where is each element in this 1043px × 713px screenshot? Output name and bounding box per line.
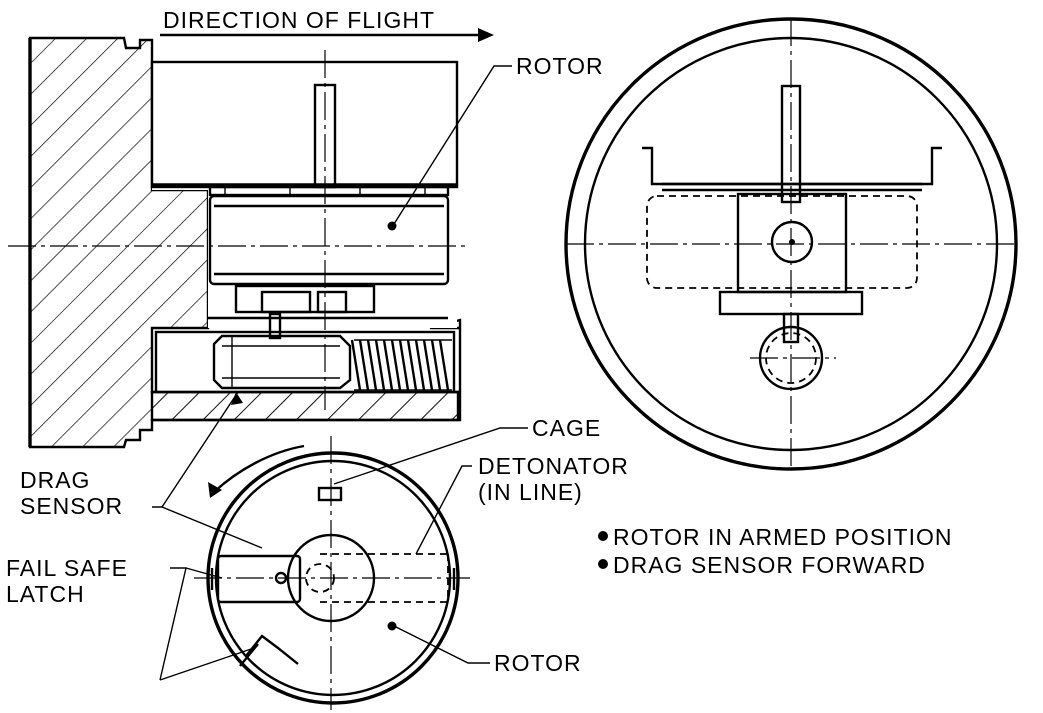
side-section-view bbox=[8, 28, 494, 449]
label-latch: LATCH bbox=[6, 581, 85, 607]
rotor-hidden-outline bbox=[646, 195, 918, 289]
labels: DIRECTION OF FLIGHT ROTOR CAGE DETONATOR… bbox=[6, 7, 953, 676]
label-detonator: DETONATOR bbox=[478, 453, 629, 479]
label-sensor: SENSOR bbox=[20, 493, 123, 519]
note-bullet bbox=[598, 559, 608, 569]
label-rotor-top: ROTOR bbox=[516, 53, 604, 79]
note-drag-sensor-forward: DRAG SENSOR FORWARD bbox=[613, 552, 926, 578]
note-rotor-armed: ROTOR IN ARMED POSITION bbox=[613, 524, 953, 550]
label-rotor-bottom: ROTOR bbox=[494, 650, 582, 676]
label-fail-safe: FAIL SAFE bbox=[6, 555, 128, 581]
spring bbox=[350, 339, 452, 391]
fail-safe-latch bbox=[216, 554, 302, 604]
cage bbox=[317, 486, 343, 502]
end-view bbox=[564, 17, 1018, 471]
drag-sensor-pin bbox=[268, 312, 282, 340]
label-cage: CAGE bbox=[532, 415, 601, 441]
housing-wall bbox=[28, 36, 462, 449]
leader-lines bbox=[152, 65, 528, 681]
plan-view bbox=[194, 436, 470, 710]
label-in-line: (IN LINE) bbox=[478, 479, 583, 505]
note-bullet bbox=[598, 531, 608, 541]
latch-spring bbox=[245, 634, 299, 665]
label-drag: DRAG bbox=[20, 467, 90, 493]
rotor-body bbox=[208, 194, 450, 286]
drag-sensor bbox=[212, 334, 352, 390]
label-direction-of-flight: DIRECTION OF FLIGHT bbox=[163, 7, 435, 33]
